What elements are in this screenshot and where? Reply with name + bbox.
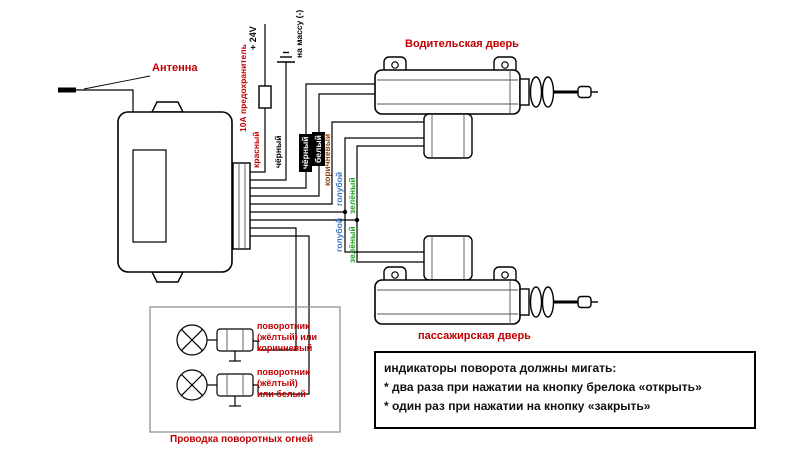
passenger-boot-2: [541, 286, 555, 318]
lamp2-cross-2: [180, 373, 204, 397]
wire-green-branch: [356, 220, 424, 263]
fuse-label: 10А предохранитель: [238, 44, 248, 132]
unit-inner-window: [132, 149, 167, 243]
wire-black: [250, 62, 287, 181]
driver-solenoid: [423, 113, 473, 159]
ground-symbol: [277, 51, 295, 63]
wire-brown: [250, 121, 424, 205]
lamp1-label: поворотник (жёлтый) или коричневый: [257, 321, 318, 353]
passenger-ear-hole-left: [391, 271, 399, 279]
note-item-2: * один раз при нажатии на кнопку «закрыт…: [384, 399, 651, 413]
wire-red-label: красный: [251, 131, 261, 168]
lamp1-base: [216, 328, 254, 352]
passenger-piston-neck: [519, 288, 530, 316]
turn-wiring-caption: Проводка поворотных огней: [170, 434, 314, 445]
passenger-ear-hole-right: [501, 271, 509, 279]
wire-green-lower-label: зелёный: [347, 226, 357, 263]
passenger-rod-tip: [577, 295, 592, 309]
passenger-body: [374, 279, 521, 325]
wire-blue-upper-label: голубой: [334, 171, 344, 206]
passenger-solenoid: [423, 235, 473, 281]
wire-blue-lower-label: голубой: [334, 217, 344, 252]
note-text: индикаторы поворота должны мигать: * два…: [384, 359, 702, 416]
ground-label: на массу (-): [294, 9, 304, 58]
connector-block: [232, 162, 251, 250]
lamp2-label: поворотник (жёлтый) или белый: [257, 367, 310, 399]
driver-actuator: [374, 56, 598, 159]
wire-black-boxed-label: чёрный: [299, 133, 312, 172]
note-title: индикаторы поворота должны мигать:: [384, 361, 617, 375]
lamp-1: [176, 324, 254, 362]
wire-lamp-2: [250, 235, 310, 395]
driver-boot-2: [541, 76, 555, 108]
wire-blue: [250, 137, 424, 213]
lamp2-base: [216, 373, 254, 397]
passenger-actuator: [374, 235, 598, 325]
driver-ear-hole-right: [501, 61, 509, 69]
fuse-body: [258, 85, 272, 109]
plus-24v-label: + 24V: [248, 26, 258, 50]
wire-red: [250, 24, 266, 173]
wire-green-upper-label: зелёный: [347, 177, 357, 214]
wire-brown-label: коричневый: [322, 133, 332, 186]
antenna: [58, 75, 151, 112]
driver-body: [374, 69, 521, 115]
driver-piston-neck: [519, 78, 530, 106]
lamp-2: [176, 369, 254, 407]
antenna-wire: [76, 89, 134, 112]
turn-box-outline: [149, 306, 341, 433]
junction-dot-green: [354, 217, 360, 223]
driver-boot-1: [529, 76, 543, 108]
lamp-wires: [250, 227, 310, 395]
passenger-boot-1: [529, 286, 543, 318]
unit-tab-bottom: [150, 271, 185, 283]
control-unit: [117, 101, 251, 283]
antenna-leader-line: [83, 75, 151, 90]
wire-black-label: чёрный: [273, 135, 283, 168]
note-item-1: * два раза при нажатии на кнопку брелока…: [384, 380, 702, 394]
wire-lamp-1: [250, 227, 297, 351]
power-wires: [250, 24, 295, 181]
junction-dot-blue: [342, 209, 348, 215]
lamp1-cross-2: [180, 328, 204, 352]
unit-tab-top: [150, 101, 185, 113]
antenna-label: Антенна: [152, 62, 198, 74]
unit-outline: [117, 111, 233, 273]
wire-blue-branch: [344, 212, 424, 253]
driver-door-label: Водительская дверь: [405, 38, 519, 50]
driver-ear-hole-left: [391, 61, 399, 69]
passenger-door-label: пассажирская дверь: [418, 330, 531, 342]
wire-green: [250, 145, 424, 221]
turn-signal-box: [149, 306, 341, 433]
driver-rod-tip: [577, 85, 592, 99]
note-box-outline: [374, 351, 756, 429]
